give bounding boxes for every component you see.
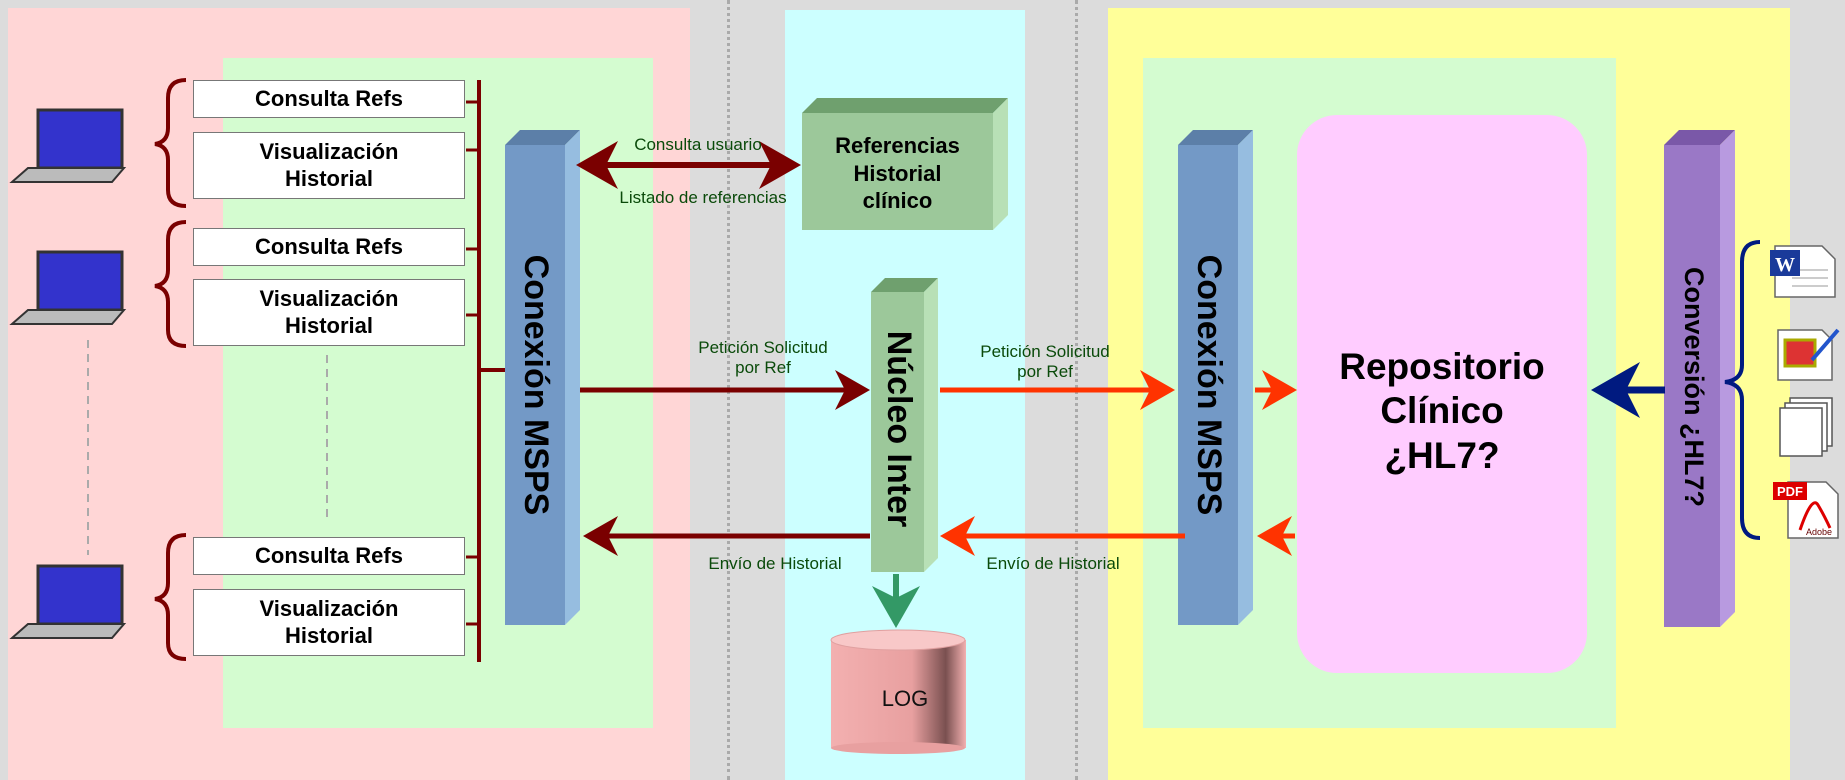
consulta-refs-box: Consulta Refs xyxy=(193,228,465,266)
pdf-document-icon: PDF Adobe xyxy=(1773,481,1839,539)
core-label: Núcleo Inter xyxy=(880,330,918,528)
consulta-usuario-label: Consulta usuario xyxy=(634,135,762,154)
repository-label: Repositorio Clínico ¿HL7? xyxy=(1339,346,1545,476)
consulta-refs-box: Consulta Refs xyxy=(193,80,465,118)
svg-text:W: W xyxy=(1775,254,1795,276)
word-document-icon: W xyxy=(1770,245,1836,298)
peticion-right-label: Petición Solicitud por Ref xyxy=(980,342,1110,382)
laptop-icon xyxy=(9,108,127,183)
laptop-icon xyxy=(9,250,127,325)
envio-right-label: Envío de Historial xyxy=(986,554,1120,573)
pages-document-icon xyxy=(1779,397,1833,457)
references-label: Referencias Historial clínico xyxy=(835,133,960,213)
visualizacion-historial-box: Visualización Historial xyxy=(193,132,465,199)
image-document-icon xyxy=(1777,328,1840,381)
visualizacion-historial-box: Visualización Historial xyxy=(193,589,465,656)
adobe-label: Adobe xyxy=(1806,527,1832,537)
log-label: LOG xyxy=(881,686,929,711)
peticion-left-label: Petición Solicitud por Ref xyxy=(698,338,828,378)
consulta-refs-box: Consulta Refs xyxy=(193,537,465,575)
laptop-icon xyxy=(9,564,127,639)
repository-box xyxy=(1297,115,1587,673)
right-connector-label: Conexión MSPS xyxy=(1190,254,1228,516)
listado-referencias-label: Listado de referencias xyxy=(619,188,787,207)
envio-left-label: Envío de Historial xyxy=(708,554,842,573)
conversion-label: Conversión ¿HL7? xyxy=(1679,266,1709,508)
left-connector-label: Conexión MSPS xyxy=(517,254,555,516)
pdf-label: PDF xyxy=(1777,484,1803,499)
visualizacion-historial-box: Visualización Historial xyxy=(193,279,465,346)
